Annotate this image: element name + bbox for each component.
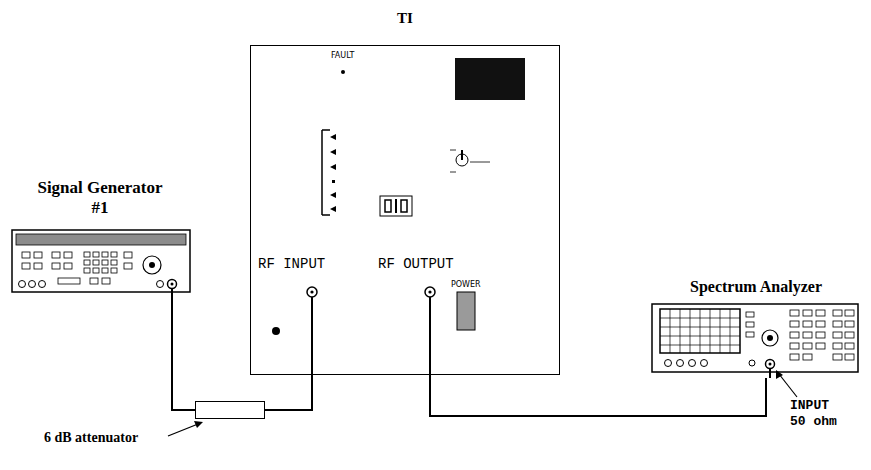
- ti-panel-drawing: [272, 58, 525, 375]
- cable: [265, 375, 312, 410]
- node-text: Spectrum Analyzer: [644, 278, 868, 296]
- node-text: Signal Generator #1: [32, 178, 168, 218]
- cable: [172, 302, 195, 410]
- signal-generator-drawing: [12, 230, 190, 302]
- instrument-node: Spectrum Analyzer: [644, 276, 868, 378]
- node-text: TI: [251, 10, 559, 27]
- port-label: RF OUTPUT: [378, 256, 454, 272]
- unit-panel: TI: [250, 45, 560, 375]
- node-text: 6 dB attenuator: [44, 430, 138, 446]
- leader-arrows: [168, 370, 797, 436]
- cable: [430, 375, 766, 416]
- port-label: INPUT 50 ohm: [790, 398, 848, 430]
- spectrum-analyzer-drawing: [652, 304, 858, 378]
- switch-label: POWER: [451, 280, 481, 289]
- attenuator: 6 dB attenuator: [195, 401, 265, 419]
- port-label: RF INPUT: [258, 256, 325, 272]
- indicator-label: FAULT: [331, 51, 354, 60]
- instrument-node: Signal Generator #1: [8, 176, 192, 302]
